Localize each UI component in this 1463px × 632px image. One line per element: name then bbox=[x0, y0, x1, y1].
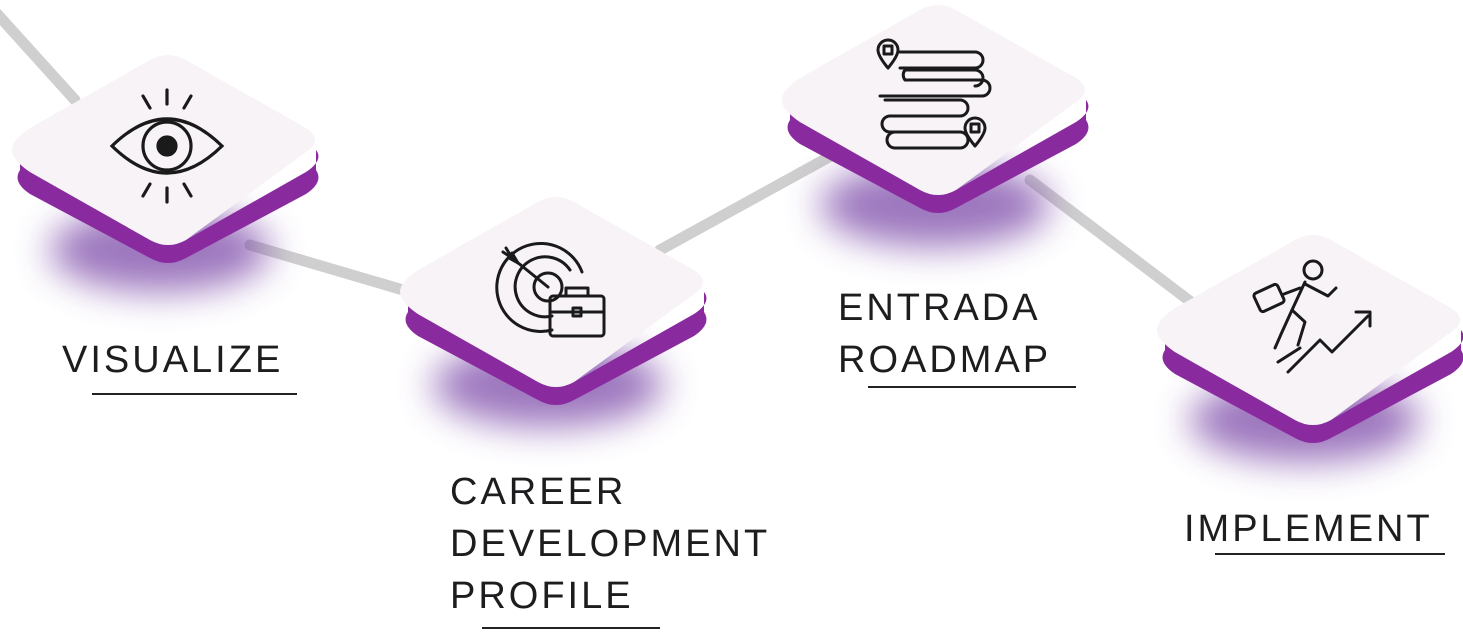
label-line: IMPLEMENT bbox=[1184, 508, 1433, 550]
label-line: PROFILE bbox=[450, 575, 634, 617]
label-implement: IMPLEMENT bbox=[1184, 503, 1433, 555]
connector-lines bbox=[0, 8, 1201, 311]
target-briefcase-icon bbox=[495, 241, 606, 338]
label-line: ENTRADA bbox=[838, 287, 1041, 329]
label-line: DEVELOPMENT bbox=[450, 523, 771, 565]
label-visualize: VISUALIZE bbox=[62, 334, 283, 386]
tile-implement bbox=[1157, 235, 1463, 462]
tile-career-development-profile bbox=[400, 197, 707, 427]
underline-implement bbox=[1215, 553, 1445, 555]
climbing-person-icon bbox=[1252, 259, 1372, 374]
label-line: VISUALIZE bbox=[62, 339, 284, 381]
connector-line-2-3 bbox=[654, 134, 866, 256]
label-career-development-profile: CAREER DEVELOPMENT PROFILE bbox=[450, 466, 770, 622]
connector-line-start bbox=[0, 8, 81, 106]
connector-line-3-4 bbox=[1024, 174, 1201, 311]
label-line: ROADMAP bbox=[838, 339, 1052, 381]
roadmap-pins-icon bbox=[876, 38, 992, 150]
tile-face bbox=[400, 197, 703, 387]
tile-edge bbox=[405, 292, 707, 405]
tile-face bbox=[1157, 235, 1460, 425]
tile-edge bbox=[787, 100, 1089, 213]
underline-career-development-profile bbox=[482, 627, 660, 629]
underline-entrada-roadmap bbox=[868, 386, 1076, 388]
label-line: CAREER bbox=[450, 471, 627, 513]
eye-icon bbox=[109, 88, 225, 204]
connector-line-1-2 bbox=[244, 239, 426, 301]
tile-edge bbox=[1162, 330, 1463, 443]
tile-entrada-roadmap bbox=[782, 5, 1089, 247]
label-entrada-roadmap: ENTRADA ROADMAP bbox=[838, 282, 1051, 386]
tile-edge bbox=[17, 150, 319, 263]
underline-visualize bbox=[92, 393, 297, 395]
tile-visualize bbox=[12, 55, 319, 292]
